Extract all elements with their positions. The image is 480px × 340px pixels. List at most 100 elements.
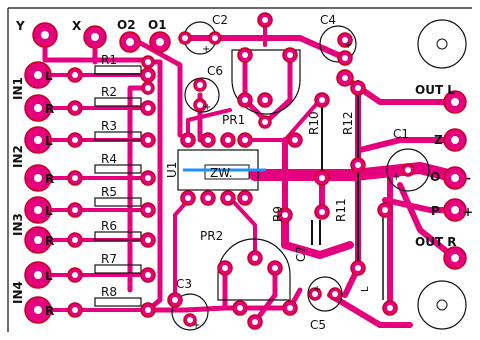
pad-c5-a-hole (312, 291, 318, 297)
pad-u1-3-hole (225, 137, 231, 143)
pad-r3-b-hole (145, 137, 151, 143)
in4-l-letter: L (45, 269, 53, 283)
pad-in1-r-hole (34, 104, 42, 112)
pad-u1-4-hole (242, 137, 248, 143)
pad-o-hole (451, 174, 459, 182)
label-r1: R1 (101, 53, 117, 67)
label-r7: R7 (101, 252, 117, 266)
pad-u1-5-hole (185, 195, 191, 201)
r5-body (94, 197, 142, 207)
pad-r9-b-hole (282, 212, 288, 218)
label-o: O (430, 170, 440, 184)
pad-r8-b-hole (145, 307, 151, 313)
pad-z-hole (451, 136, 459, 144)
pad-r12-a-hole (355, 85, 361, 91)
pad-o2-hole (126, 38, 134, 46)
pad-pr1-b-hole (287, 52, 293, 58)
label-r9: R9 (271, 206, 285, 222)
pad-r2-top-hole (145, 85, 151, 91)
pad-r10-a-hole (319, 97, 325, 103)
pad-r1-top-hole (145, 59, 151, 65)
r8-body (94, 297, 142, 307)
silkscreen-text: Y X O2 O1 C2 C4 C6 PR1 R1 R2 R3 R4 R5 R6… (11, 13, 473, 332)
pad-c4-b-hole (342, 55, 348, 61)
pad-r2-b-hole (145, 105, 151, 111)
pad-c2-a-hole (182, 35, 188, 41)
label-c6: C6 (207, 64, 223, 78)
label-p: P (431, 204, 440, 218)
pad-r6-a-hole (72, 237, 78, 243)
pad-in4-l-hole (34, 271, 42, 279)
pad-pr2-top-hole (252, 255, 258, 261)
r2-body (94, 97, 142, 107)
c3-outline (171, 293, 209, 331)
pad-x-hole (91, 33, 99, 41)
pads-layer (24, 12, 467, 330)
c1-plus-mark: + (392, 172, 400, 183)
pad-in3-r-hole (34, 236, 42, 244)
r3-body (94, 131, 142, 141)
pad-c1-a-hole (382, 207, 388, 213)
pad-r11-a-hole (319, 209, 325, 215)
c4-plus-mark: + (344, 40, 352, 51)
pad-u1-7-hole (225, 195, 231, 201)
pad-out-r-hole (451, 254, 459, 262)
pad-o1-hole (156, 38, 164, 46)
trace-c5 (327, 292, 413, 328)
c4-outline (319, 25, 357, 63)
r1-body (94, 65, 142, 75)
pad-r11-b-hole (355, 162, 361, 168)
pad-c6-a-hole (197, 82, 203, 88)
pad-r7-b-hole (145, 272, 151, 278)
label-r2: R2 (101, 85, 117, 99)
pad-pr1-a-hole (242, 52, 248, 58)
c5-plus-mark: + (313, 284, 321, 295)
pad-r4-b-hole (145, 175, 151, 181)
pad-c4-a-hole (342, 37, 348, 43)
in1-l-letter: L (45, 69, 53, 83)
pad-c3-b-hole (187, 317, 193, 323)
label-plus: + (463, 205, 473, 219)
pad-r3-a-hole (72, 137, 78, 143)
label-o1: O1 (148, 18, 167, 32)
label-r11: R11 (334, 198, 348, 222)
pad-c1-b-hole (405, 167, 411, 173)
label-in1: IN1 (11, 77, 25, 100)
pad-u1-6-hole (205, 195, 211, 201)
label-r10: R10 (307, 111, 321, 135)
label-r4: R4 (101, 152, 117, 166)
r6-body (94, 231, 142, 241)
label-c5: C5 (310, 318, 326, 332)
label-y: Y (15, 19, 25, 33)
pad-r5-a-hole (72, 207, 78, 213)
pad-pr2-a-hole (222, 265, 228, 271)
label-c1: C1 (393, 127, 409, 141)
in1-r-letter: R (45, 102, 54, 116)
label-l-small: L (360, 286, 371, 292)
pr1-outline (231, 49, 301, 115)
label-x: X (72, 19, 82, 33)
pad-pr1-d-hole (262, 97, 268, 103)
label-pr1: PR1 (222, 113, 245, 127)
trace-u1-b2 (228, 196, 257, 260)
pad-pr2-d-hole (237, 305, 243, 311)
in4-r-letter: R (45, 304, 54, 318)
pad-r9-a-hole (292, 137, 298, 143)
pad-r8-a-hole (72, 307, 78, 313)
pad-c2-b-hole (212, 35, 218, 41)
pad-r4-a-hole (72, 175, 78, 181)
label-r12: R12 (341, 111, 355, 135)
pad-u1-1-hole (185, 137, 191, 143)
pad-c1-lead-hole (387, 305, 393, 311)
pad-pr2-b-hole (272, 265, 278, 271)
trace-z (357, 137, 458, 153)
c3-plus-mark: + (192, 320, 200, 331)
silkscreen-outlines (7, 7, 472, 332)
pad-r1-b-hole (145, 72, 151, 78)
pad-u1-2-hole (205, 137, 211, 143)
label-zw: ZW. (210, 166, 233, 180)
label-in4: IN4 (11, 281, 25, 304)
pad-c6-b-hole (197, 102, 203, 108)
c1-outline (386, 148, 430, 192)
